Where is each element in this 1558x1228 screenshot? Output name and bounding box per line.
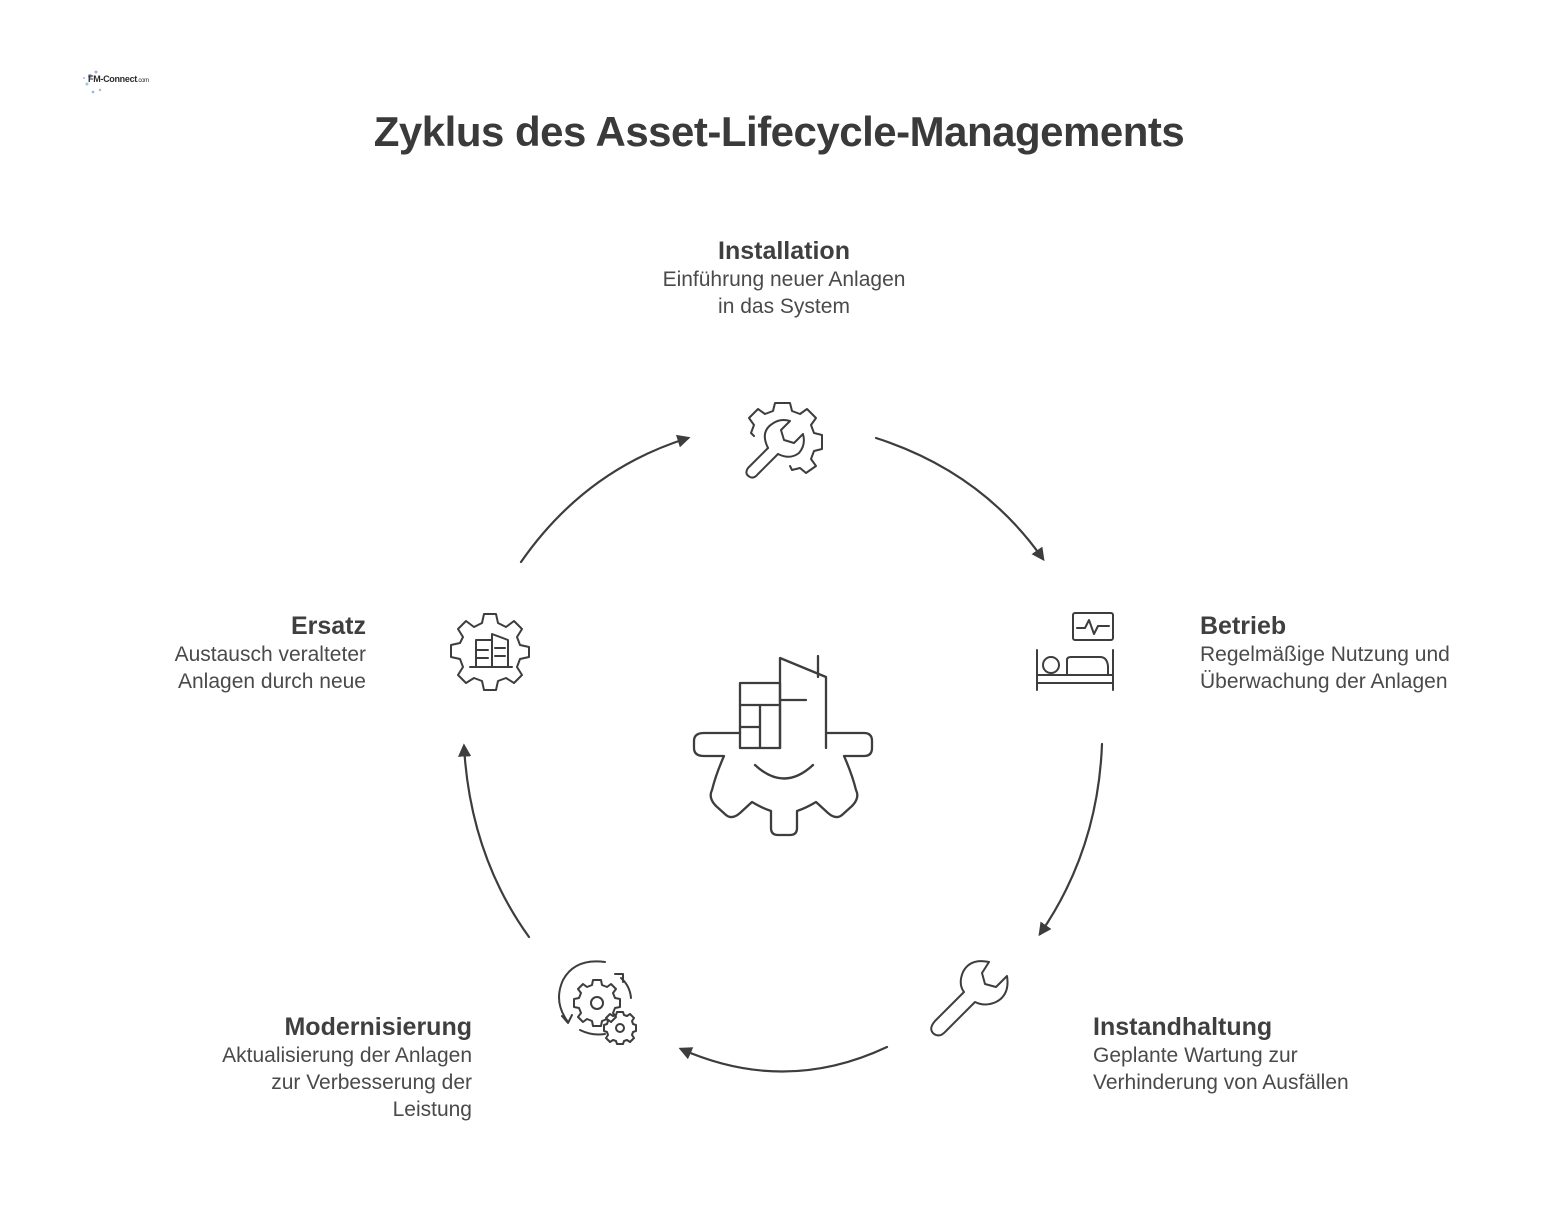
logo-splash-icon: [83, 70, 102, 94]
step-installation: Installation Einführung neuer Anlagen in…: [584, 236, 984, 320]
step-title: Instandhaltung: [1093, 1013, 1273, 1041]
step-title: Ersatz: [290, 612, 366, 640]
fm-connect-logo: FM-Connect.com: [80, 66, 149, 100]
step-description: Einführung neuer Anlagen in das System: [662, 268, 906, 318]
arrow-instandhaltung-to-modernisierung: [678, 1045, 889, 1073]
arrow-modernisierung-to-ersatz: [457, 743, 531, 939]
step-description: Aktualisierung der Anlagen zur Verbesser…: [222, 1044, 472, 1121]
step-title: Modernisierung: [284, 1013, 472, 1041]
logo-text: FM-Connect.com: [88, 74, 149, 84]
gear-building-small-icon: [450, 613, 530, 691]
step-title: Betrieb: [1200, 612, 1287, 640]
step-title: Installation: [718, 237, 850, 265]
bed-monitor-icon: [1036, 612, 1114, 691]
center-gear-building-icon: [692, 654, 874, 837]
arrow-betrieb-to-instandhaltung: [1038, 742, 1104, 937]
step-betrieb: Betrieb Regelmäßige Nutzung und Überwach…: [1200, 611, 1530, 695]
step-description: Geplante Wartung zur Verhinderung von Au…: [1093, 1044, 1349, 1094]
step-description: Regelmäßige Nutzung und Überwachung der …: [1200, 643, 1450, 693]
step-instandhaltung: Instandhaltung Geplante Wartung zur Verh…: [1093, 1012, 1433, 1096]
arrow-installation-to-betrieb: [874, 436, 1045, 562]
wrench-icon: [930, 960, 1009, 1037]
step-modernisierung: Modernisierung Aktualisierung der Anlage…: [130, 1012, 472, 1123]
page-title: Zyklus des Asset-Lifecycle-Managements: [373, 108, 1185, 155]
step-description: Austausch veralteter Anlagen durch neue: [174, 643, 366, 693]
arrow-ersatz-to-installation: [519, 434, 691, 564]
gears-refresh-icon: [558, 960, 637, 1045]
step-ersatz: Ersatz Austausch veralteter Anlagen durc…: [100, 611, 366, 695]
gear-wrench-icon: [745, 402, 823, 479]
